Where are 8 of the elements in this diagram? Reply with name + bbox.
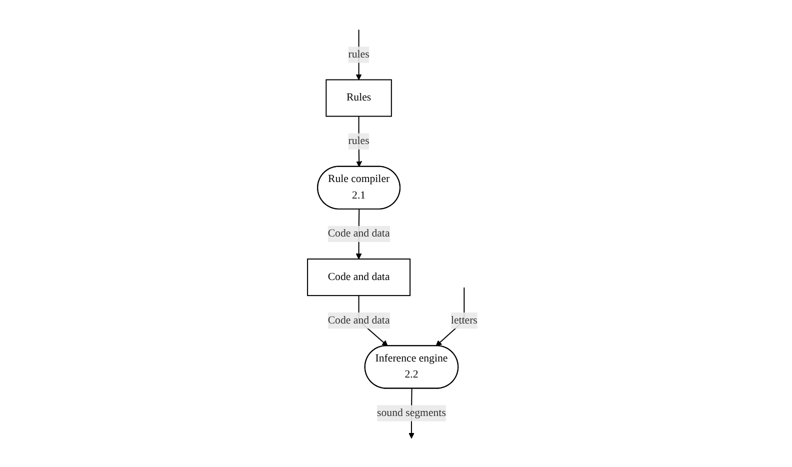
edge-label: rules	[348, 134, 370, 146]
edge-label: Code and data	[328, 227, 390, 239]
edge-label: letters	[450, 314, 478, 326]
edge-label: sound segments	[377, 406, 446, 418]
edge-label: rules	[348, 48, 370, 60]
node-box: Code and data	[307, 258, 411, 296]
node-box: Rules	[326, 78, 392, 116]
edge-label: Code and data	[328, 314, 390, 326]
